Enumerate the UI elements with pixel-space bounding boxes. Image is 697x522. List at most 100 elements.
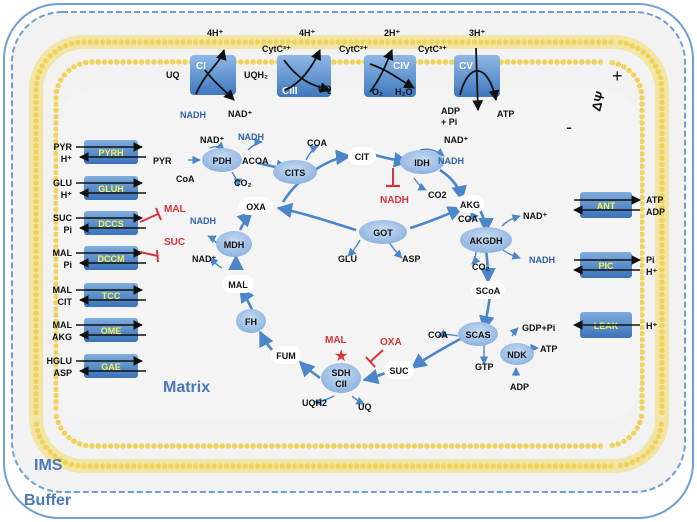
lipid-head-outer bbox=[33, 143, 39, 149]
lipid-head-outer bbox=[540, 39, 546, 45]
metabolite-mal-label: MAL bbox=[228, 280, 248, 290]
lipid-head-outer bbox=[43, 58, 49, 64]
metabolite-scoa-label: SCoA bbox=[476, 286, 501, 296]
lipid-head-outer bbox=[33, 211, 39, 217]
lipid-head-outer bbox=[39, 439, 46, 445]
lipid-head-inner bbox=[566, 443, 573, 449]
transporters: PYRHPYRH⁺GLUHGLUH⁺DCCSSUCPiDCCMMALPiTCCM… bbox=[47, 140, 665, 378]
lipid-head-outer bbox=[659, 105, 665, 112]
lipid-head-outer bbox=[659, 254, 665, 261]
star-icon: ★ bbox=[334, 348, 348, 365]
lipid-head-outer bbox=[33, 136, 39, 143]
lipid-head-outer bbox=[273, 463, 279, 469]
lipid-head-outer bbox=[447, 39, 453, 45]
lipid-head-outer bbox=[640, 453, 646, 459]
lipid-head-outer bbox=[186, 463, 193, 469]
lipid-head-outer bbox=[422, 463, 428, 469]
cofactor-arrow bbox=[231, 171, 243, 187]
lipid-head-inner bbox=[639, 386, 645, 393]
lipid-head-inner bbox=[306, 443, 312, 449]
complex-v-label: CV bbox=[459, 61, 473, 72]
enzyme-sdh bbox=[321, 363, 361, 393]
lipid-head-inner bbox=[53, 268, 59, 275]
lipid-head-outer bbox=[180, 39, 186, 45]
lipid-head-outer bbox=[99, 463, 106, 469]
cofactor-arrow bbox=[305, 145, 319, 161]
lipid-head-outer bbox=[217, 463, 224, 469]
lipid-head-inner bbox=[53, 200, 59, 207]
inhibitor-sdh-mal: MAL ★ bbox=[325, 335, 348, 365]
lipid-head-outer bbox=[106, 463, 112, 469]
lipid-head-inner bbox=[498, 443, 504, 449]
cofactor-arrow bbox=[501, 214, 521, 227]
lipid-head-inner bbox=[343, 443, 349, 449]
lipid-head-outer bbox=[659, 291, 665, 298]
lipid-head-outer bbox=[33, 118, 39, 124]
lipid-head-inner bbox=[324, 443, 331, 449]
lipid-head-inner bbox=[200, 443, 207, 449]
lipid-head-outer bbox=[33, 124, 39, 130]
lipid-head-outer bbox=[87, 463, 93, 469]
enzyme-akgdh-label: AKGDH bbox=[470, 236, 503, 246]
lipid-head-outer bbox=[248, 39, 255, 45]
lipid-head-inner bbox=[411, 443, 418, 449]
lipid-head-outer bbox=[230, 39, 236, 45]
lipid-head-outer bbox=[658, 81, 665, 87]
lipid-head-outer bbox=[659, 149, 665, 155]
transporter-tcc-label: TCC bbox=[102, 291, 121, 301]
lipid-head-outer bbox=[440, 39, 447, 45]
lipid-head-inner bbox=[639, 343, 645, 349]
lipid-head-outer bbox=[329, 39, 335, 45]
label-got-glu: GLU bbox=[338, 254, 357, 264]
lipid-head-outer bbox=[659, 304, 665, 310]
lipid-head-outer bbox=[33, 403, 39, 409]
lipid-head-outer bbox=[434, 39, 441, 45]
transporter-dccm-substrate-b: Pi bbox=[63, 260, 72, 270]
lipid-head-outer bbox=[659, 347, 665, 354]
lipid-head-outer bbox=[366, 39, 372, 45]
lipid-head-outer bbox=[434, 463, 441, 469]
lipid-head-inner bbox=[479, 443, 486, 449]
lipid-head-outer bbox=[285, 463, 292, 469]
lipid-head-outer bbox=[335, 39, 341, 45]
lipid-head-outer bbox=[261, 463, 267, 469]
lipid-head-inner bbox=[238, 59, 244, 65]
label-akgdh-nadh: NADH bbox=[529, 255, 555, 265]
lipid-head-outer bbox=[273, 39, 279, 45]
label-scas-coa: COA bbox=[428, 330, 449, 340]
lipid-head-inner bbox=[53, 380, 59, 386]
lipid-head-inner bbox=[639, 324, 645, 331]
lipid-head-inner bbox=[163, 59, 170, 65]
lipid-head-outer bbox=[33, 279, 39, 285]
lipid-head-inner bbox=[455, 443, 461, 449]
lipid-head-outer bbox=[248, 463, 255, 469]
lipid-head-outer bbox=[659, 279, 665, 285]
lipid-head-outer bbox=[391, 39, 397, 45]
lipid-head-outer bbox=[323, 463, 329, 469]
lipid-head-inner bbox=[71, 438, 77, 444]
lipid-head-outer bbox=[608, 463, 614, 469]
lipid-head-outer bbox=[602, 39, 608, 45]
lipid-head-inner bbox=[53, 244, 59, 250]
complex-i-nad-label: NAD⁺ bbox=[228, 109, 252, 119]
lipid-head-outer bbox=[33, 335, 39, 341]
lipid-head-outer bbox=[161, 463, 168, 469]
lipid-head-outer bbox=[659, 397, 665, 403]
membrane-minus-sign: - bbox=[566, 117, 572, 137]
lipid-head-inner bbox=[151, 443, 157, 449]
lipid-head-outer bbox=[589, 39, 596, 45]
lipid-head-inner bbox=[639, 355, 645, 362]
lipid-head-inner bbox=[213, 443, 219, 449]
lipid-head-outer bbox=[540, 463, 546, 469]
lipid-head-inner bbox=[609, 442, 615, 449]
lipid-head-outer bbox=[659, 217, 665, 223]
lipid-head-outer bbox=[192, 463, 199, 469]
lipid-head-inner bbox=[53, 95, 59, 101]
lipid-head-inner bbox=[639, 287, 645, 293]
lipid-head-inner bbox=[639, 318, 645, 324]
lipid-head-inner bbox=[637, 83, 643, 89]
lipid-head-outer bbox=[571, 39, 577, 45]
lipid-head-inner bbox=[114, 59, 120, 65]
lipid-head-inner bbox=[639, 299, 645, 306]
lipid-head-inner bbox=[639, 330, 645, 337]
